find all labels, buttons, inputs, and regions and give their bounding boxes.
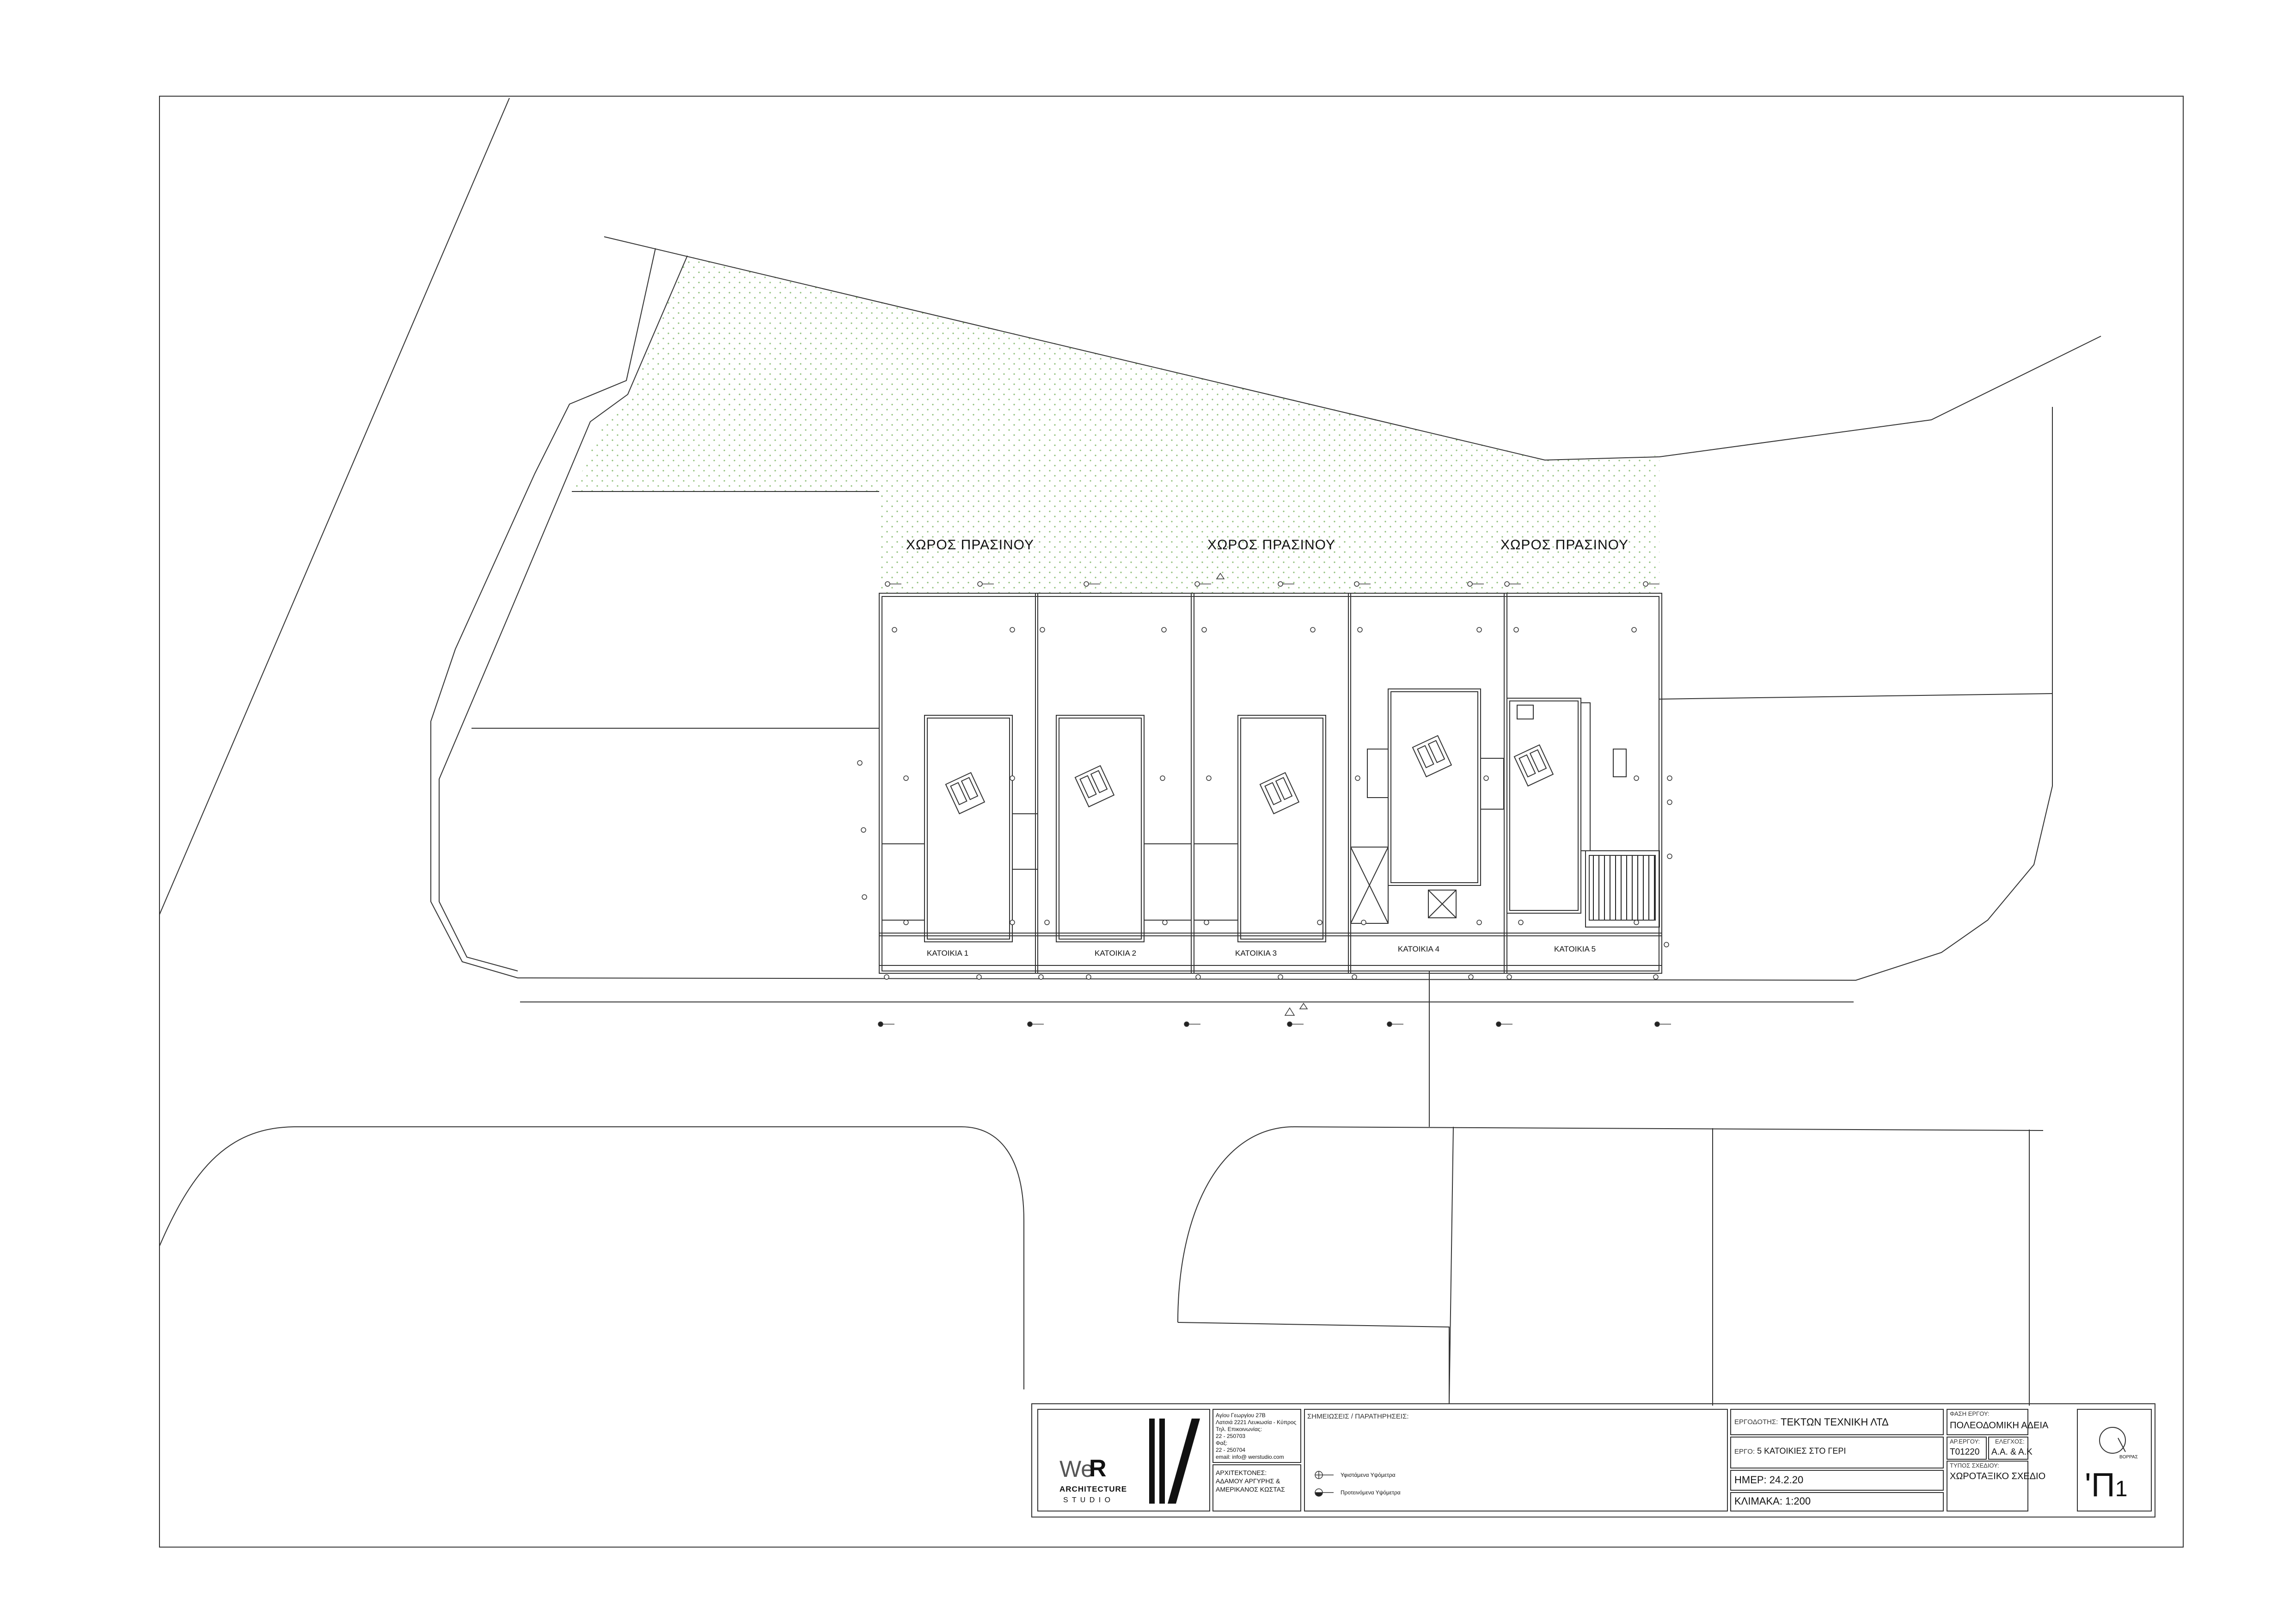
office-address: Αγίου Γεωργίου 27Β Λατσιά 2221 Λευκωσία … <box>1216 1412 1297 1460</box>
project-no-label: ΑΡ.ΕΡΓΟΥ: <box>1950 1438 1980 1445</box>
drawing-type-value: ΧΩΡΟΤΑΞΙΚΟ ΣΧΕΔΙΟ <box>1950 1471 2046 1481</box>
phase-label: ΦΑΣΗ ΕΡΓΟΥ: <box>1950 1410 1990 1417</box>
north-arrow <box>2099 1427 2126 1454</box>
drawing-type-label: ΤΥΠΟΣ ΣΧΕΔΙΟΥ: <box>1950 1462 1999 1469</box>
company-logo: We R ARCHITECTURE S T U D I O <box>1043 1409 1215 1510</box>
check-value: Α.Α. & Α.Κ <box>1991 1447 2033 1457</box>
level-ticks <box>883 584 1671 1025</box>
unit-label-3: ΚΑΤΟΙΚΙΑ 3 <box>1235 949 1277 958</box>
houses <box>879 593 1662 974</box>
logo-studio: S T U D I O <box>1063 1496 1112 1504</box>
sheet-number: 'Π1 <box>2085 1467 2128 1504</box>
date-value: ΗΜΕΡ: 24.2.20 <box>1734 1474 1804 1486</box>
client-value: ΤΕΚΤΩΝ ΤΕΧΝΙΚΗ ΛΤΔ <box>1781 1416 1889 1428</box>
room-symbols <box>945 735 1554 815</box>
client-label: ΕΡΓΟΔΟΤΗΣ: <box>1734 1418 1778 1426</box>
logo-architecture: ARCHITECTURE <box>1059 1485 1127 1493</box>
logo-mark <box>1149 1419 1200 1504</box>
legend-proposed-levels: Προτεινόμενα Υψόμετρα <box>1341 1489 1401 1496</box>
unit-label-1: ΚΑΤΟΙΚΙΑ 1 <box>927 949 969 958</box>
phase-value: ΠΟΛΕΟΔΟΜΙΚΗ ΑΔΕΙΑ <box>1950 1420 2049 1431</box>
project-no-value: Τ01220 <box>1950 1447 1980 1457</box>
logo-we: We <box>1059 1456 1094 1482</box>
level-markers <box>857 581 1672 1027</box>
unit-label-5: ΚΑΤΟΙΚΙΑ 5 <box>1554 945 1596 953</box>
notes-label: ΣΗΜΕΙΩΣΕΙΣ / ΠΑΡΑΤΗΡΗΣΕΙΣ: <box>1307 1413 1409 1420</box>
green-area-label-3: ΧΩΡΟΣ ΠΡΑΣΙΝΟΥ <box>1500 537 1629 553</box>
unit-label-2: ΚΑΤΟΙΚΙΑ 2 <box>1095 949 1137 958</box>
project-row: ΕΡΓΟ: 5 ΚΑΤΟΙΚΙΕΣ ΣΤΟ ΓΕΡΙ <box>1734 1446 1846 1456</box>
sheet-border <box>159 96 2184 1548</box>
green-area <box>573 256 1659 595</box>
unit-label-4: ΚΑΤΟΙΚΙΑ 4 <box>1398 945 1440 953</box>
legend-existing-levels: Υφιστάμενα Υψόμετρα <box>1341 1472 1396 1478</box>
green-area-label-1: ΧΩΡΟΣ ΠΡΑΣΙΝΟΥ <box>906 537 1035 553</box>
cadastral-lines <box>159 98 2101 1406</box>
logo-r: R <box>1089 1455 1107 1482</box>
check-label: ΕΛΕΓΧΟΣ: <box>1995 1438 2025 1445</box>
architects-block: ΑΡΧΙΤΕΚΤΟΝΕΣ: ΑΔΑΜΟΥ ΑΡΓΥΡΗΣ & ΑΜΕΡΙΚΑΝΟ… <box>1216 1469 1285 1493</box>
scale-value: ΚΛΙΜΑΚΑ: 1:200 <box>1734 1495 1811 1507</box>
green-area-label-2: ΧΩΡΟΣ ΠΡΑΣΙΝΟΥ <box>1207 537 1336 553</box>
small-triangles <box>1216 572 1308 1016</box>
legend-symbols <box>1315 1471 1334 1497</box>
title-block-frame <box>1031 1403 2155 1518</box>
north-label: ΒΟΡΡΑΣ <box>2119 1455 2138 1460</box>
